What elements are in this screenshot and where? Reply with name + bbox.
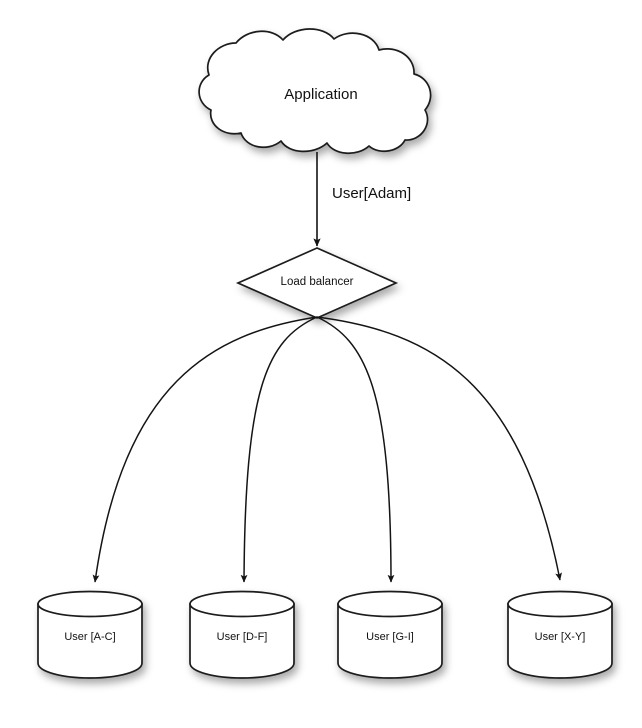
cylinder-body-2 [337, 603, 443, 679]
node-application-cloud[interactable] [198, 28, 432, 154]
cylinder-top-0 [37, 590, 143, 618]
edge-to-db-2 [316, 316, 395, 583]
cylinder-top-3 [507, 590, 613, 618]
edges-balancer-to-databases [92, 316, 562, 583]
edge-to-db-0 [92, 316, 318, 583]
cylinder-body-0 [37, 603, 143, 679]
node-database-3[interactable] [507, 590, 613, 679]
node-database-1[interactable] [189, 590, 295, 679]
cloud-shape [198, 28, 432, 154]
edge-to-db-1 [240, 316, 318, 583]
cylinder-body-3 [507, 603, 613, 679]
diamond-shape [235, 247, 399, 319]
node-load-balancer[interactable] [235, 247, 399, 319]
node-database-2[interactable] [337, 590, 443, 679]
cylinder-top-2 [337, 590, 443, 618]
node-database-0[interactable] [37, 590, 143, 679]
cylinder-body-1 [189, 603, 295, 679]
cylinder-top-1 [189, 590, 295, 618]
edge-to-db-3 [316, 316, 562, 581]
